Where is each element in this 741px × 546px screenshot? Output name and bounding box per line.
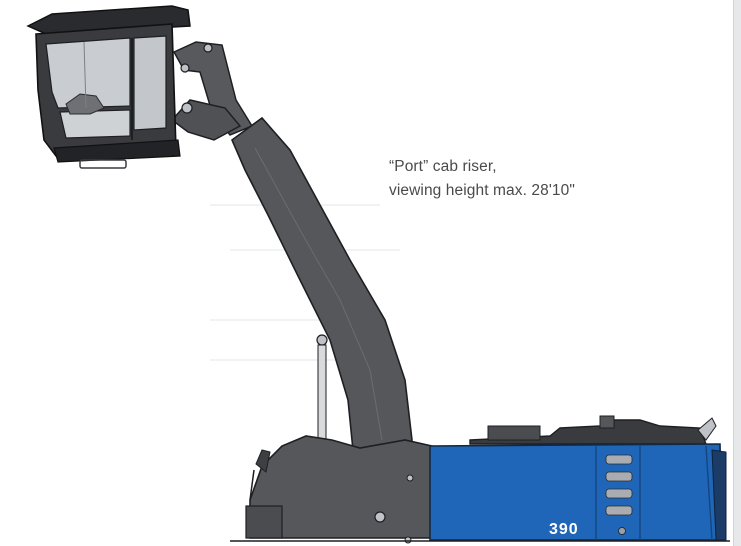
vent-slots <box>605 454 633 516</box>
caption-line-2: viewing height max. 28'10" <box>389 182 575 199</box>
caption-line-1: “Port” cab riser, <box>389 158 497 175</box>
operator-cab <box>26 5 191 169</box>
caption-text: “Port” cab riser, viewing height max. 28… <box>389 155 575 203</box>
engine-housing: 390 <box>429 415 727 541</box>
front-chassis <box>245 435 433 544</box>
model-badge: 390 <box>549 521 579 538</box>
page-edge-rail <box>733 0 741 546</box>
